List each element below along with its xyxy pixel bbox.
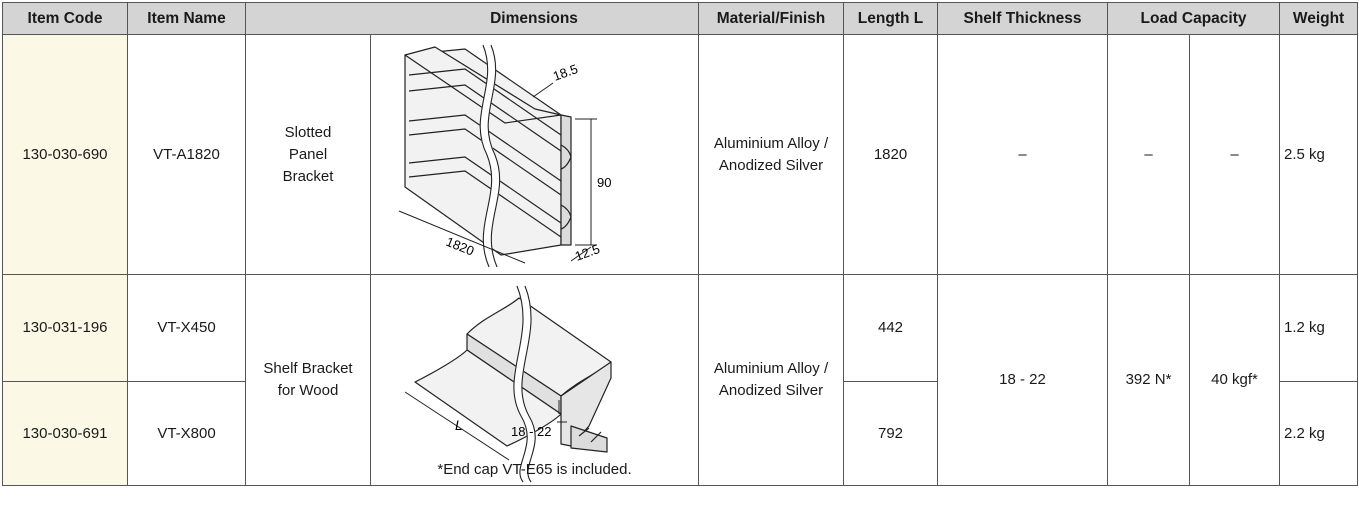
header-dimensions-label: Dimensions xyxy=(490,9,578,27)
description-cell: Shelf Bracket for Wood xyxy=(245,274,371,486)
dim-90: 90 xyxy=(597,175,611,190)
header-shelf-thickness: Shelf Thickness xyxy=(937,2,1109,35)
material-cell: Aluminium Alloy / Anodized Silver xyxy=(698,274,845,486)
weight-cell: 1.2 kg xyxy=(1279,274,1359,382)
item-name-cell: VT-X800 xyxy=(127,381,246,486)
item-code-cell: 130-030-691 xyxy=(2,381,128,486)
load-kgf-cell: – xyxy=(1189,34,1281,275)
slotted-panel-bracket-drawing: 18.5 90 1820 12.5 xyxy=(398,43,611,269)
item-code-cell: 130-030-690 xyxy=(2,34,128,275)
header-load-capacity: Load Capacity xyxy=(1107,2,1281,35)
dim-18-22: 18 - 22 xyxy=(511,424,551,439)
header-item-name: Item Name xyxy=(127,2,246,35)
description-text: Shelf Bracket for Wood xyxy=(263,360,353,399)
header-row: Item Code Item Name Dimensions Material/… xyxy=(2,2,1359,35)
spec-table: Item Code Item Name Dimensions Material/… xyxy=(2,2,1359,486)
header-length: Length L xyxy=(843,2,939,35)
material-cell: Aluminium Alloy / Anodized Silver xyxy=(698,34,845,275)
load-n-cell: 392 N* xyxy=(1107,274,1191,486)
weight-cell: 2.2 kg xyxy=(1279,381,1359,486)
dimension-drawing-cell: 18.5 90 1820 12.5 xyxy=(369,34,700,275)
table-row: 130-031-196 VT-X450 Shelf Bracket for Wo… xyxy=(2,274,1359,486)
item-name-cell: VT-X450 xyxy=(127,274,246,382)
header-dimensions: Dimensions xyxy=(244,2,700,35)
load-kgf-cell: 40 kgf* xyxy=(1189,274,1281,486)
length-cell: 442 xyxy=(843,274,939,382)
shelf-thickness-cell: – xyxy=(937,34,1109,275)
length-cell: 1820 xyxy=(843,34,939,275)
description-text: Slotted Panel Bracket xyxy=(282,123,334,185)
table-row: 130-030-690 VT-A1820 Slotted Panel Brack… xyxy=(2,34,1359,275)
shelf-bracket-drawing: L 18 - 22 xyxy=(404,283,612,485)
header-material: Material/Finish xyxy=(698,2,845,35)
item-name-cell: VT-A1820 xyxy=(127,34,246,275)
weight-cell: 2.5 kg xyxy=(1279,34,1359,275)
shelf-thickness-cell: 18 - 22 xyxy=(937,274,1109,486)
length-cell: 792 xyxy=(843,381,939,486)
dim-1820: 1820 xyxy=(444,234,476,259)
dim-12-5: 12.5 xyxy=(573,241,602,264)
header-weight: Weight xyxy=(1279,2,1359,35)
load-n-cell: – xyxy=(1107,34,1191,275)
header-item-code: Item Code xyxy=(2,2,128,35)
end-cap-note: *End cap VT-E65 is included. xyxy=(437,461,632,478)
item-code-cell: 130-031-196 xyxy=(2,274,128,382)
description-cell: Slotted Panel Bracket xyxy=(245,34,371,275)
dim-18-5: 18.5 xyxy=(551,61,580,84)
dimension-drawing-cell: L 18 - 22 *End cap VT-E65 is included. xyxy=(369,274,700,486)
dim-length-l: L xyxy=(455,417,463,433)
table-row: 130-030-691 VT-X800 792 2.2 kg xyxy=(2,381,1359,486)
